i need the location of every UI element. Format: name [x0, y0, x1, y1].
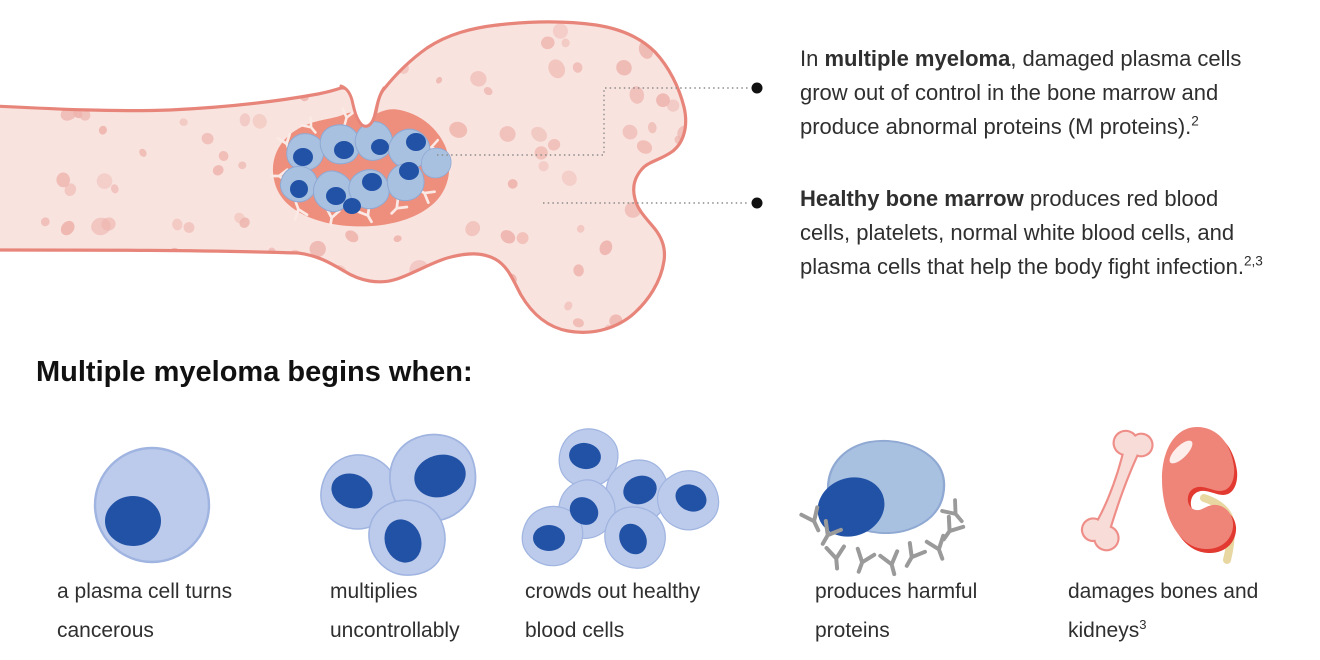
- cell-with-proteins-icon: [799, 434, 971, 579]
- leader-lines: [437, 87, 748, 204]
- section-heading: Multiple myeloma begins when:: [36, 356, 473, 388]
- kidney-icon: [1162, 427, 1238, 564]
- myeloma-cell-nuclei: [290, 133, 426, 214]
- bone-icon: [1079, 426, 1155, 552]
- leader-line-myeloma: [437, 87, 748, 156]
- bone-notch: [339, 80, 386, 128]
- plasma-cell-icon: [93, 446, 211, 564]
- bone-marrow-illustration: [0, 20, 763, 334]
- myeloma-lesion: [270, 80, 452, 228]
- crowded-cells-icon: [515, 423, 730, 574]
- bullet-dot: [751, 197, 763, 209]
- callout-multiple-myeloma: In multiple myeloma, damaged plasma cell…: [800, 46, 1242, 139]
- multiplying-cells-icon: [312, 427, 484, 583]
- bullet-dot: [751, 82, 763, 94]
